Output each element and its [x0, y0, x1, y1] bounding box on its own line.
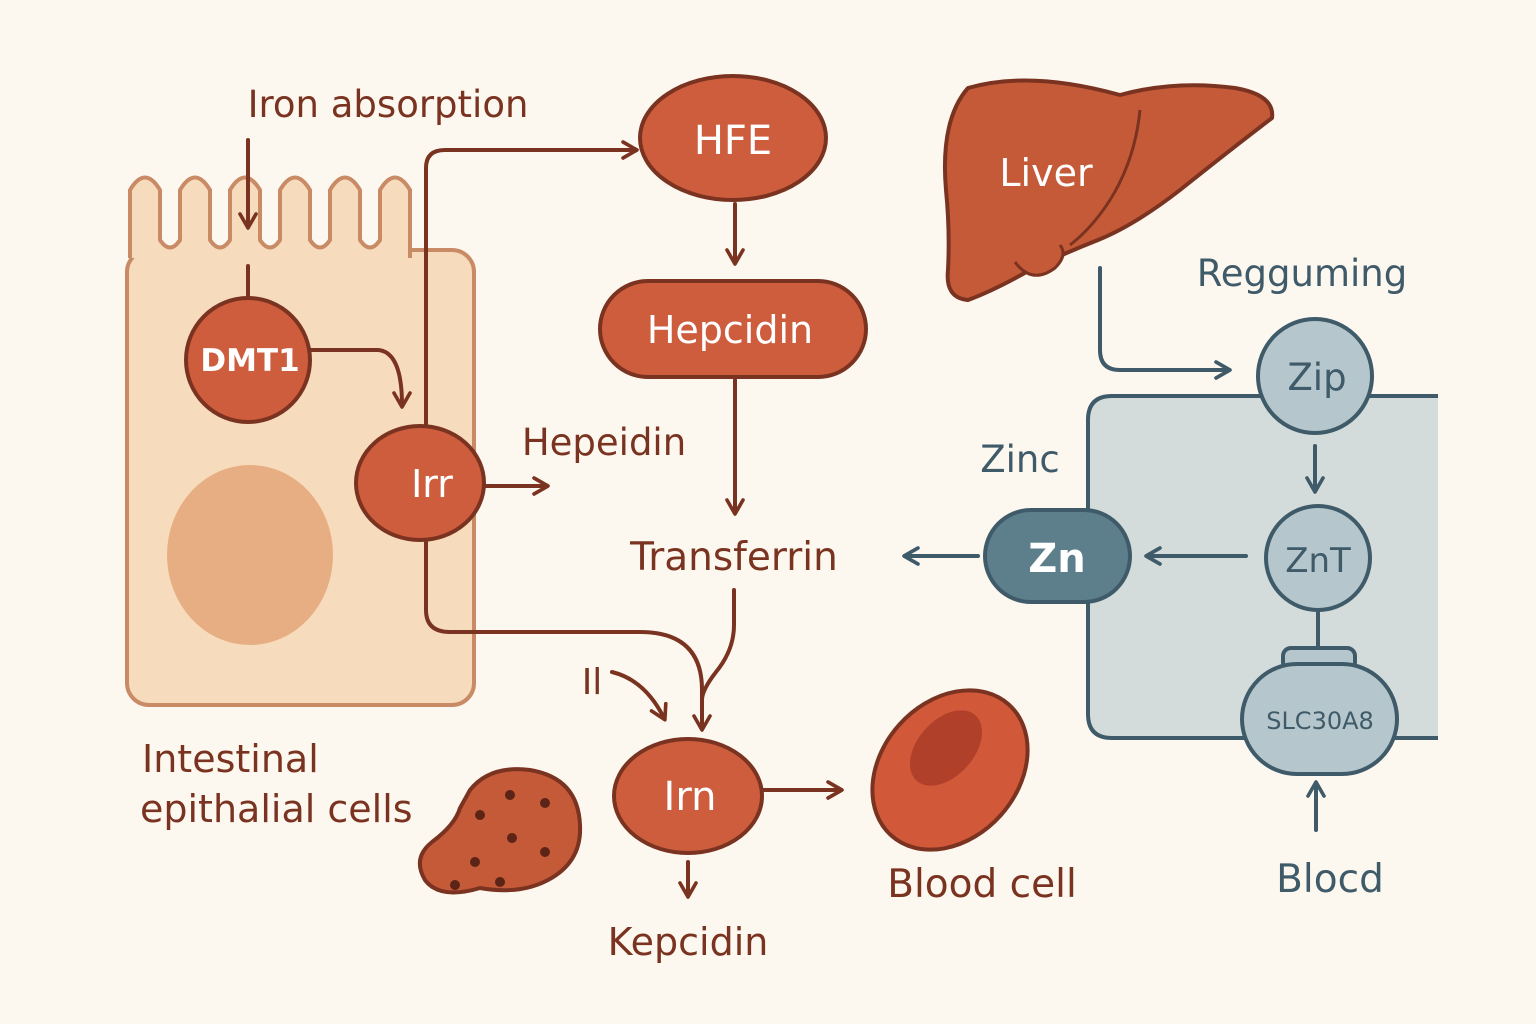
intestinal-label-line2: epithalial cells [140, 787, 413, 831]
hfe-label: HFE [694, 118, 772, 164]
zinc-label: Zinc [980, 438, 1059, 481]
znt-label: ZnT [1285, 541, 1351, 581]
transferrin-label: Transferrin [629, 535, 838, 580]
red-blood-cell-icon [870, 688, 1030, 852]
intestinal-label-line1: Intestinal [142, 737, 319, 781]
hepcidin-label: Hepcidin [647, 308, 813, 352]
liver-icon [942, 78, 1275, 302]
irn-node [612, 737, 764, 855]
zn-node [983, 508, 1132, 604]
irr-to-hfe-arrow [424, 140, 639, 427]
liver-label: Liver [999, 151, 1093, 195]
regguming-label: Regguming [1197, 252, 1408, 295]
zn-label: Zn [1028, 536, 1085, 582]
zip-node [1256, 317, 1374, 435]
iron-absorption-label: Iron absorption [248, 83, 529, 126]
hepcidin-node [598, 279, 868, 379]
dmt1-to-irr-arrow [309, 348, 412, 409]
blocd-label: Blocd [1276, 857, 1384, 902]
granule-cell-icon [417, 767, 583, 895]
irn-label: Irn [664, 774, 717, 820]
transferrin-to-irn-arrow [700, 588, 736, 702]
blood-cell-label: Blood cell [887, 862, 1077, 907]
inhibit-mark: Il [582, 662, 603, 703]
inhibit-arrow [610, 670, 668, 722]
kepcidin-label: Kepcidin [608, 920, 769, 964]
irr-node [354, 424, 486, 542]
nucleus [167, 465, 333, 645]
hfe-node [638, 74, 828, 202]
microvilli [128, 175, 412, 258]
dmt1-label: DMT1 [200, 343, 299, 379]
irr-label: Irr [411, 462, 453, 506]
hepeidin-label: Hepeidin [522, 421, 686, 464]
zip-label: Zip [1287, 356, 1346, 399]
irr-to-irn-arrow [424, 538, 712, 732]
dmt1-node [184, 296, 312, 424]
slc30a8-transporter [1240, 646, 1399, 776]
slc30a8-label: SLC30A8 [1266, 707, 1374, 735]
liver-to-zip-arrow [1098, 266, 1232, 380]
